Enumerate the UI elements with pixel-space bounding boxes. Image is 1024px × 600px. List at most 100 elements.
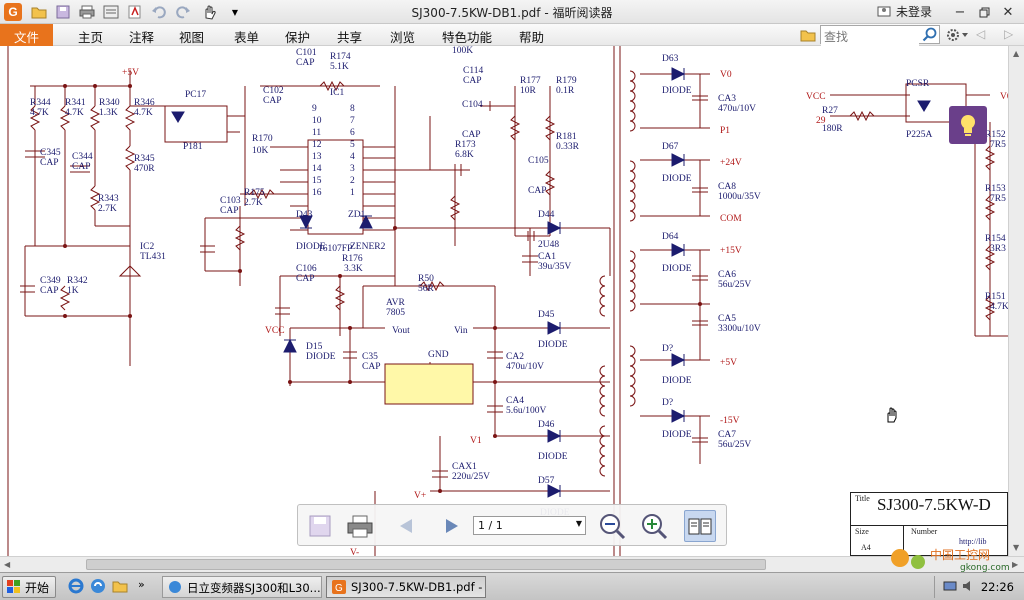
schematic-label: CAP (463, 76, 482, 86)
schematic-label: ZENER2 (350, 242, 386, 252)
print-icon[interactable] (78, 3, 96, 21)
nav-prev-icon[interactable]: ◁ (976, 27, 986, 41)
close-button[interactable]: ✕ (1002, 4, 1014, 20)
taskbar-item-foxit[interactable]: G SJ300-7.5KW-DB1.pdf - ... (326, 576, 486, 598)
search-input[interactable] (821, 28, 919, 46)
menu-home[interactable]: 主页 (78, 30, 104, 45)
schematic-label: DIODE (662, 376, 692, 386)
page-number-select[interactable]: 1 / 1 ▼ (473, 516, 586, 535)
schematic-label: VCC (806, 92, 826, 102)
login-button[interactable]: 未登录 (896, 5, 933, 19)
menu-help[interactable]: 帮助 (519, 30, 545, 45)
schematic-label: CA8 (718, 182, 736, 192)
redo-icon[interactable] (174, 3, 192, 21)
properties-icon[interactable] (102, 3, 120, 21)
schematic-label: D57 (538, 476, 555, 486)
search-box[interactable] (820, 25, 940, 46)
taskbar-item-label: SJ300-7.5KW-DB1.pdf - ... (351, 580, 486, 594)
search-icon[interactable] (922, 27, 937, 46)
schematic-label: R152 (985, 130, 1006, 140)
foxit-logo-icon[interactable]: G (4, 3, 22, 21)
zoom-out-icon[interactable] (596, 510, 628, 542)
schematic-label: R179 (556, 76, 577, 86)
schematic-label: 220u/25V (452, 472, 490, 482)
browser-icon[interactable] (90, 578, 106, 598)
hint-lightbulb-icon[interactable] (949, 106, 987, 144)
zoom-in-icon[interactable] (638, 510, 670, 542)
minimize-button[interactable]: − (954, 4, 966, 20)
scroll-right-icon[interactable]: ▶ (1012, 560, 1019, 569)
open-folder-icon[interactable] (30, 3, 48, 21)
next-page-icon[interactable] (436, 510, 468, 542)
horizontal-scroll-thumb[interactable] (86, 559, 766, 570)
undo-icon[interactable] (150, 3, 168, 21)
schematic-label: V0 (1000, 92, 1008, 102)
find-folder-icon[interactable] (800, 27, 816, 46)
schematic-label: CA1 (538, 252, 556, 262)
schematic-label: R154 (985, 234, 1006, 244)
float-print-icon[interactable] (344, 510, 376, 542)
scroll-left-icon[interactable]: ◀ (4, 560, 11, 569)
schematic-label: DIODE (538, 340, 568, 350)
tray-network-icon[interactable] (943, 578, 957, 597)
menu-view[interactable]: 视图 (179, 30, 205, 45)
schematic-label: D43 (296, 210, 313, 220)
save-icon[interactable] (54, 3, 72, 21)
start-button[interactable]: 开始 (2, 576, 57, 598)
schematic-label: D45 (538, 310, 555, 320)
schematic-label: +15V (720, 246, 742, 256)
ie-browser-icon[interactable] (68, 578, 84, 598)
schematic-label: 2U48 (538, 240, 560, 250)
menu-protect[interactable]: 保护 (285, 30, 311, 45)
schematic-label: 7805 (386, 308, 405, 318)
schematic-label: P1 (720, 126, 731, 136)
reading-mode-book-icon[interactable] (684, 510, 716, 542)
tray-volume-icon[interactable] (961, 578, 975, 597)
hand-tool-icon[interactable] (200, 3, 218, 21)
schematic-label: 14 (312, 164, 322, 174)
folder-icon[interactable] (112, 578, 128, 597)
schematic-label: CAX1 (452, 462, 477, 472)
float-save-icon[interactable] (304, 510, 336, 542)
menu-features[interactable]: 特色功能 (442, 30, 493, 45)
schematic-label: 6.8K (455, 150, 474, 160)
schematic-label: 5.6u/100V (506, 406, 547, 416)
scroll-up-icon[interactable]: ▲ (1013, 49, 1020, 58)
schematic-label: D? (662, 344, 674, 354)
menu-file[interactable]: 文件 (0, 24, 54, 46)
system-clock[interactable]: 22:26 (980, 580, 1014, 594)
menu-form[interactable]: 表单 (234, 30, 260, 45)
schematic-label: 180R (822, 124, 843, 134)
nav-next-icon[interactable]: ▷ (1004, 27, 1014, 41)
schematic-label: R181 (556, 132, 577, 142)
menu-comment[interactable]: 注释 (129, 30, 155, 45)
schematic-label: Vin (454, 326, 468, 336)
settings-gear-icon[interactable] (946, 27, 968, 47)
schematic-label: 4.7K (30, 108, 49, 118)
menu-share[interactable]: 共享 (337, 30, 363, 45)
schematic-label: 7R5 (990, 194, 1006, 204)
scroll-down-icon[interactable]: ▼ (1013, 543, 1020, 552)
previous-page-icon[interactable] (390, 510, 422, 542)
vertical-scrollbar[interactable]: ▲ ▼ (1008, 46, 1024, 556)
chevron-down-icon: ▼ (575, 519, 582, 528)
schematic-label: AVR (386, 298, 405, 308)
page-number-value: 1 / 1 (478, 519, 503, 532)
schematic-label: C105 (528, 156, 549, 166)
schematic-label: CAP (462, 130, 481, 140)
restore-button[interactable] (974, 2, 994, 22)
schematic-label: R170 (252, 134, 273, 144)
schematic-label: 6 (350, 128, 355, 138)
taskbar-item-browser[interactable]: 日立变频器SJ300和L30... (162, 576, 322, 598)
horizontal-scrollbar[interactable]: ◀ ▶ (0, 556, 1024, 572)
customize-dropdown-icon[interactable]: ▼ (231, 7, 239, 17)
schematic-label: 3 (350, 164, 355, 174)
user-icon[interactable] (876, 3, 892, 19)
schematic-label: C344 (72, 152, 93, 162)
schematic-label: R341 (65, 98, 86, 108)
quicklaunch-more-icon[interactable]: » (138, 578, 145, 591)
pdf-create-icon[interactable] (126, 3, 144, 21)
schematic-label: CA2 (506, 352, 524, 362)
menu-browse[interactable]: 浏览 (390, 30, 416, 45)
